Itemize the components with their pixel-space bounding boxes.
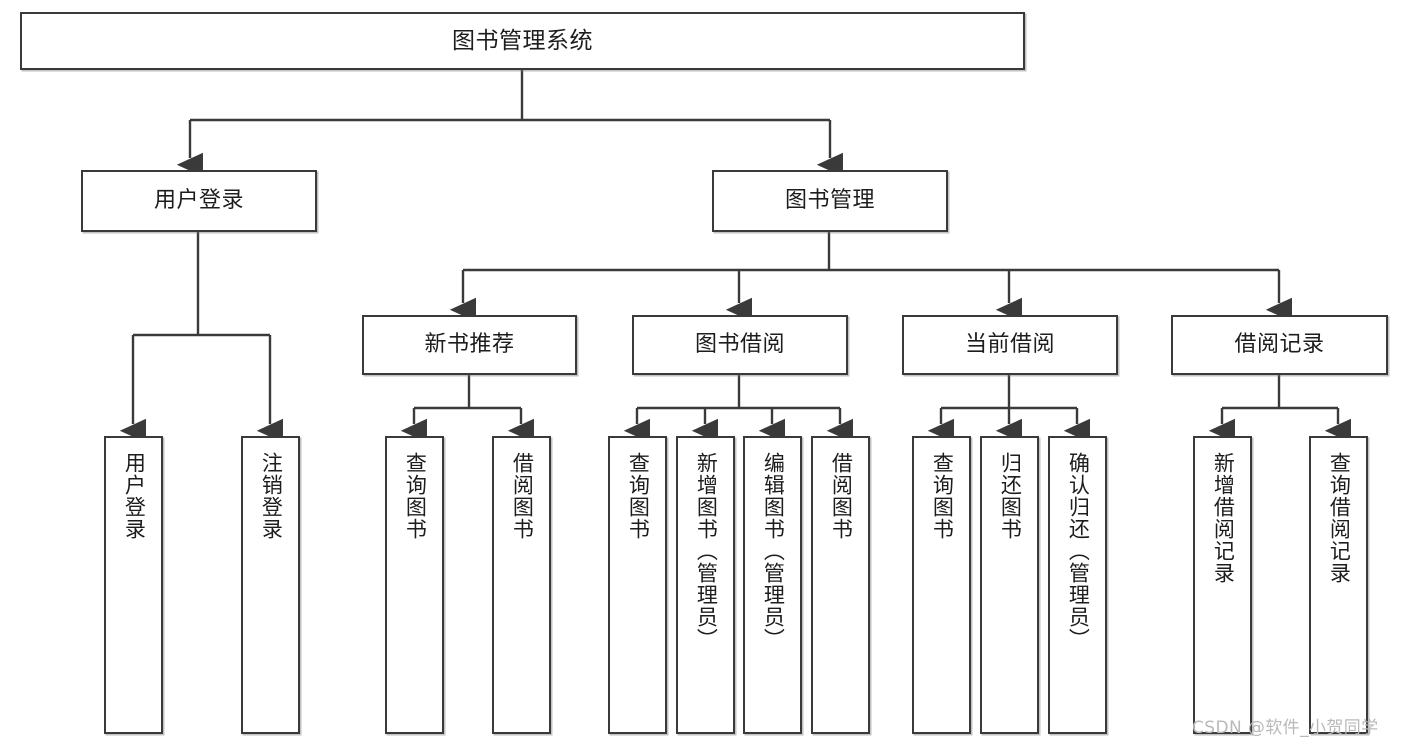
leaf-borrow-add-book-admin[interactable]: 新增图书（管理员） — [676, 436, 735, 734]
node-label: 借阅图书 — [829, 452, 854, 540]
leaf-current-confirm-return-admin[interactable]: 确认归还（管理员） — [1048, 436, 1107, 734]
node-label: 查询借阅记录 — [1327, 452, 1352, 584]
leaf-user-login-signin[interactable]: 用户登录 — [104, 436, 163, 734]
node-label: 图书管理系统 — [452, 27, 593, 54]
leaf-current-query-book[interactable]: 查询图书 — [912, 436, 971, 734]
node-book-borrow[interactable]: 图书借阅 — [632, 315, 848, 375]
node-label: 借阅记录 — [1234, 332, 1325, 358]
node-root-system[interactable]: 图书管理系统 — [20, 12, 1025, 70]
leaf-borrow-edit-book-admin[interactable]: 编辑图书（管理员） — [743, 436, 802, 734]
node-label: 新增图书（管理员） — [694, 452, 719, 650]
leaf-borrow-query-book[interactable]: 查询图书 — [608, 436, 667, 734]
leaf-recommend-borrow-book[interactable]: 借阅图书 — [492, 436, 551, 734]
node-label: 当前借阅 — [964, 332, 1055, 358]
leaf-recommend-query-book[interactable]: 查询图书 — [385, 436, 444, 734]
node-current-borrow[interactable]: 当前借阅 — [902, 315, 1118, 375]
node-label: 查询图书 — [403, 452, 428, 540]
node-borrow-record[interactable]: 借阅记录 — [1171, 315, 1388, 375]
node-user-login[interactable]: 用户登录 — [81, 170, 317, 232]
node-label: 用户登录 — [122, 452, 147, 540]
node-label: 注销登录 — [259, 452, 284, 540]
node-label: 图书管理 — [784, 188, 875, 214]
leaf-record-query-record[interactable]: 查询借阅记录 — [1309, 436, 1368, 734]
node-label: 查询图书 — [930, 452, 955, 540]
node-label: 图书借阅 — [694, 332, 785, 358]
leaf-borrow-borrow-book[interactable]: 借阅图书 — [811, 436, 870, 734]
leaf-current-return-book[interactable]: 归还图书 — [980, 436, 1039, 734]
node-label: 新增借阅记录 — [1211, 452, 1236, 584]
node-label: 确认归还（管理员） — [1066, 452, 1091, 650]
node-label: 新书推荐 — [424, 332, 515, 358]
node-label: 归还图书 — [998, 452, 1023, 540]
node-label: 借阅图书 — [510, 452, 535, 540]
node-label: 用户登录 — [153, 188, 244, 214]
node-label: 编辑图书（管理员） — [761, 452, 786, 650]
leaf-user-login-signout[interactable]: 注销登录 — [241, 436, 300, 734]
node-book-management[interactable]: 图书管理 — [712, 170, 948, 232]
csdn-watermark: CSDN @软件_小贺同学 — [1192, 718, 1379, 738]
node-new-book-recommend[interactable]: 新书推荐 — [362, 315, 577, 375]
node-label: 查询图书 — [626, 452, 651, 540]
leaf-record-add-record[interactable]: 新增借阅记录 — [1193, 436, 1252, 734]
